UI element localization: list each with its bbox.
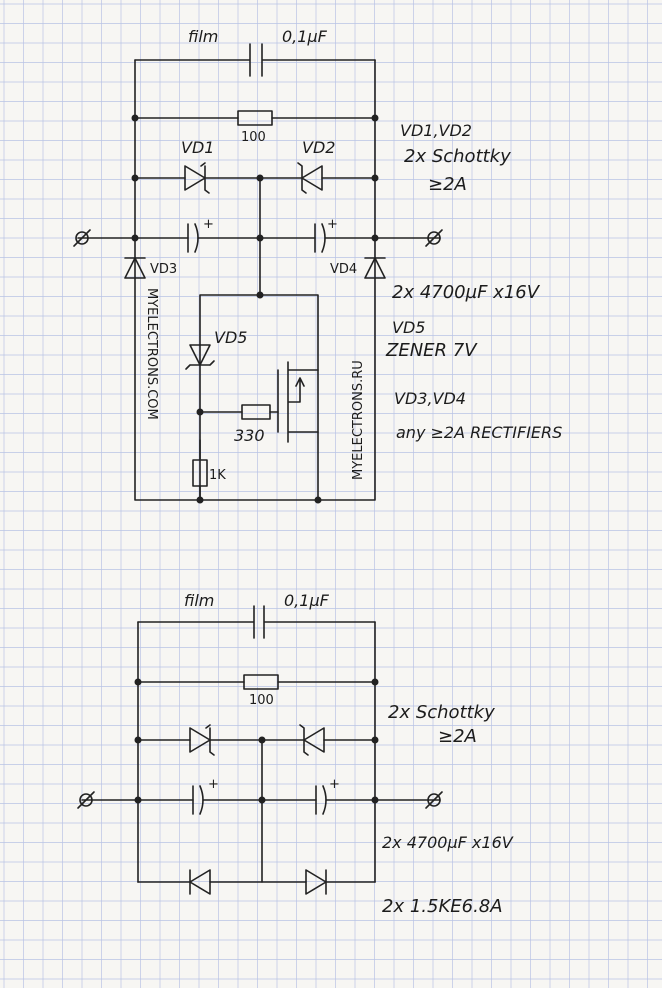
top-resistor-100-label: 100 [241, 130, 266, 145]
watermark-left: MYELECTRONS.COM [144, 288, 159, 420]
note-2a-bottom: ≥2A [438, 726, 477, 747]
resistor-1k-label: 1K [209, 468, 226, 483]
vd1-label: VD1 [181, 138, 214, 157]
top-cap-film-label: film [188, 27, 218, 46]
svg-text:+: + [327, 217, 338, 232]
resistor-330-label: 330 [234, 426, 265, 445]
note-tvs: 2x 1.5KE6.8A [382, 896, 503, 917]
note-2a-top: ≥2A [428, 174, 467, 195]
note-vd5: VD5 [392, 318, 425, 337]
top-cap-value-label: 0,1µF [282, 27, 328, 46]
vd5-label: VD5 [214, 328, 247, 347]
bottom-cap-value-label: 0,1µF [284, 591, 330, 610]
note-rectifiers: any ≥2A RECTIFIERS [396, 423, 562, 442]
svg-text:+: + [329, 777, 340, 792]
note-schottky-bottom: 2x Schottky [388, 702, 495, 723]
watermark-right: MYELECTRONS.RU [351, 360, 366, 480]
bottom-cap-film-label: film [184, 591, 214, 610]
vd4-label: VD4 [330, 262, 357, 277]
bottom-resistor-100-label: 100 [249, 693, 274, 708]
note-zener: ZENER 7V [385, 340, 478, 361]
note-caps-top: 2x 4700µF x16V [392, 282, 541, 303]
note-schottky-top: 2x Schottky [404, 146, 511, 167]
note-vd34: VD3,VD4 [394, 389, 466, 408]
top-schematic: + + film 0,1 [73, 27, 562, 504]
bottom-schematic: + + film 0,1µF 100 2x Schottky ≥2A 2x 47… [77, 591, 514, 917]
svg-text:+: + [203, 217, 214, 232]
note-vd12: VD1,VD2 [400, 121, 472, 140]
vd3-label: VD3 [150, 262, 177, 277]
svg-text:+: + [208, 777, 219, 792]
vd2-label: VD2 [302, 138, 335, 157]
note-caps-bottom: 2x 4700µF x16V [382, 833, 514, 852]
